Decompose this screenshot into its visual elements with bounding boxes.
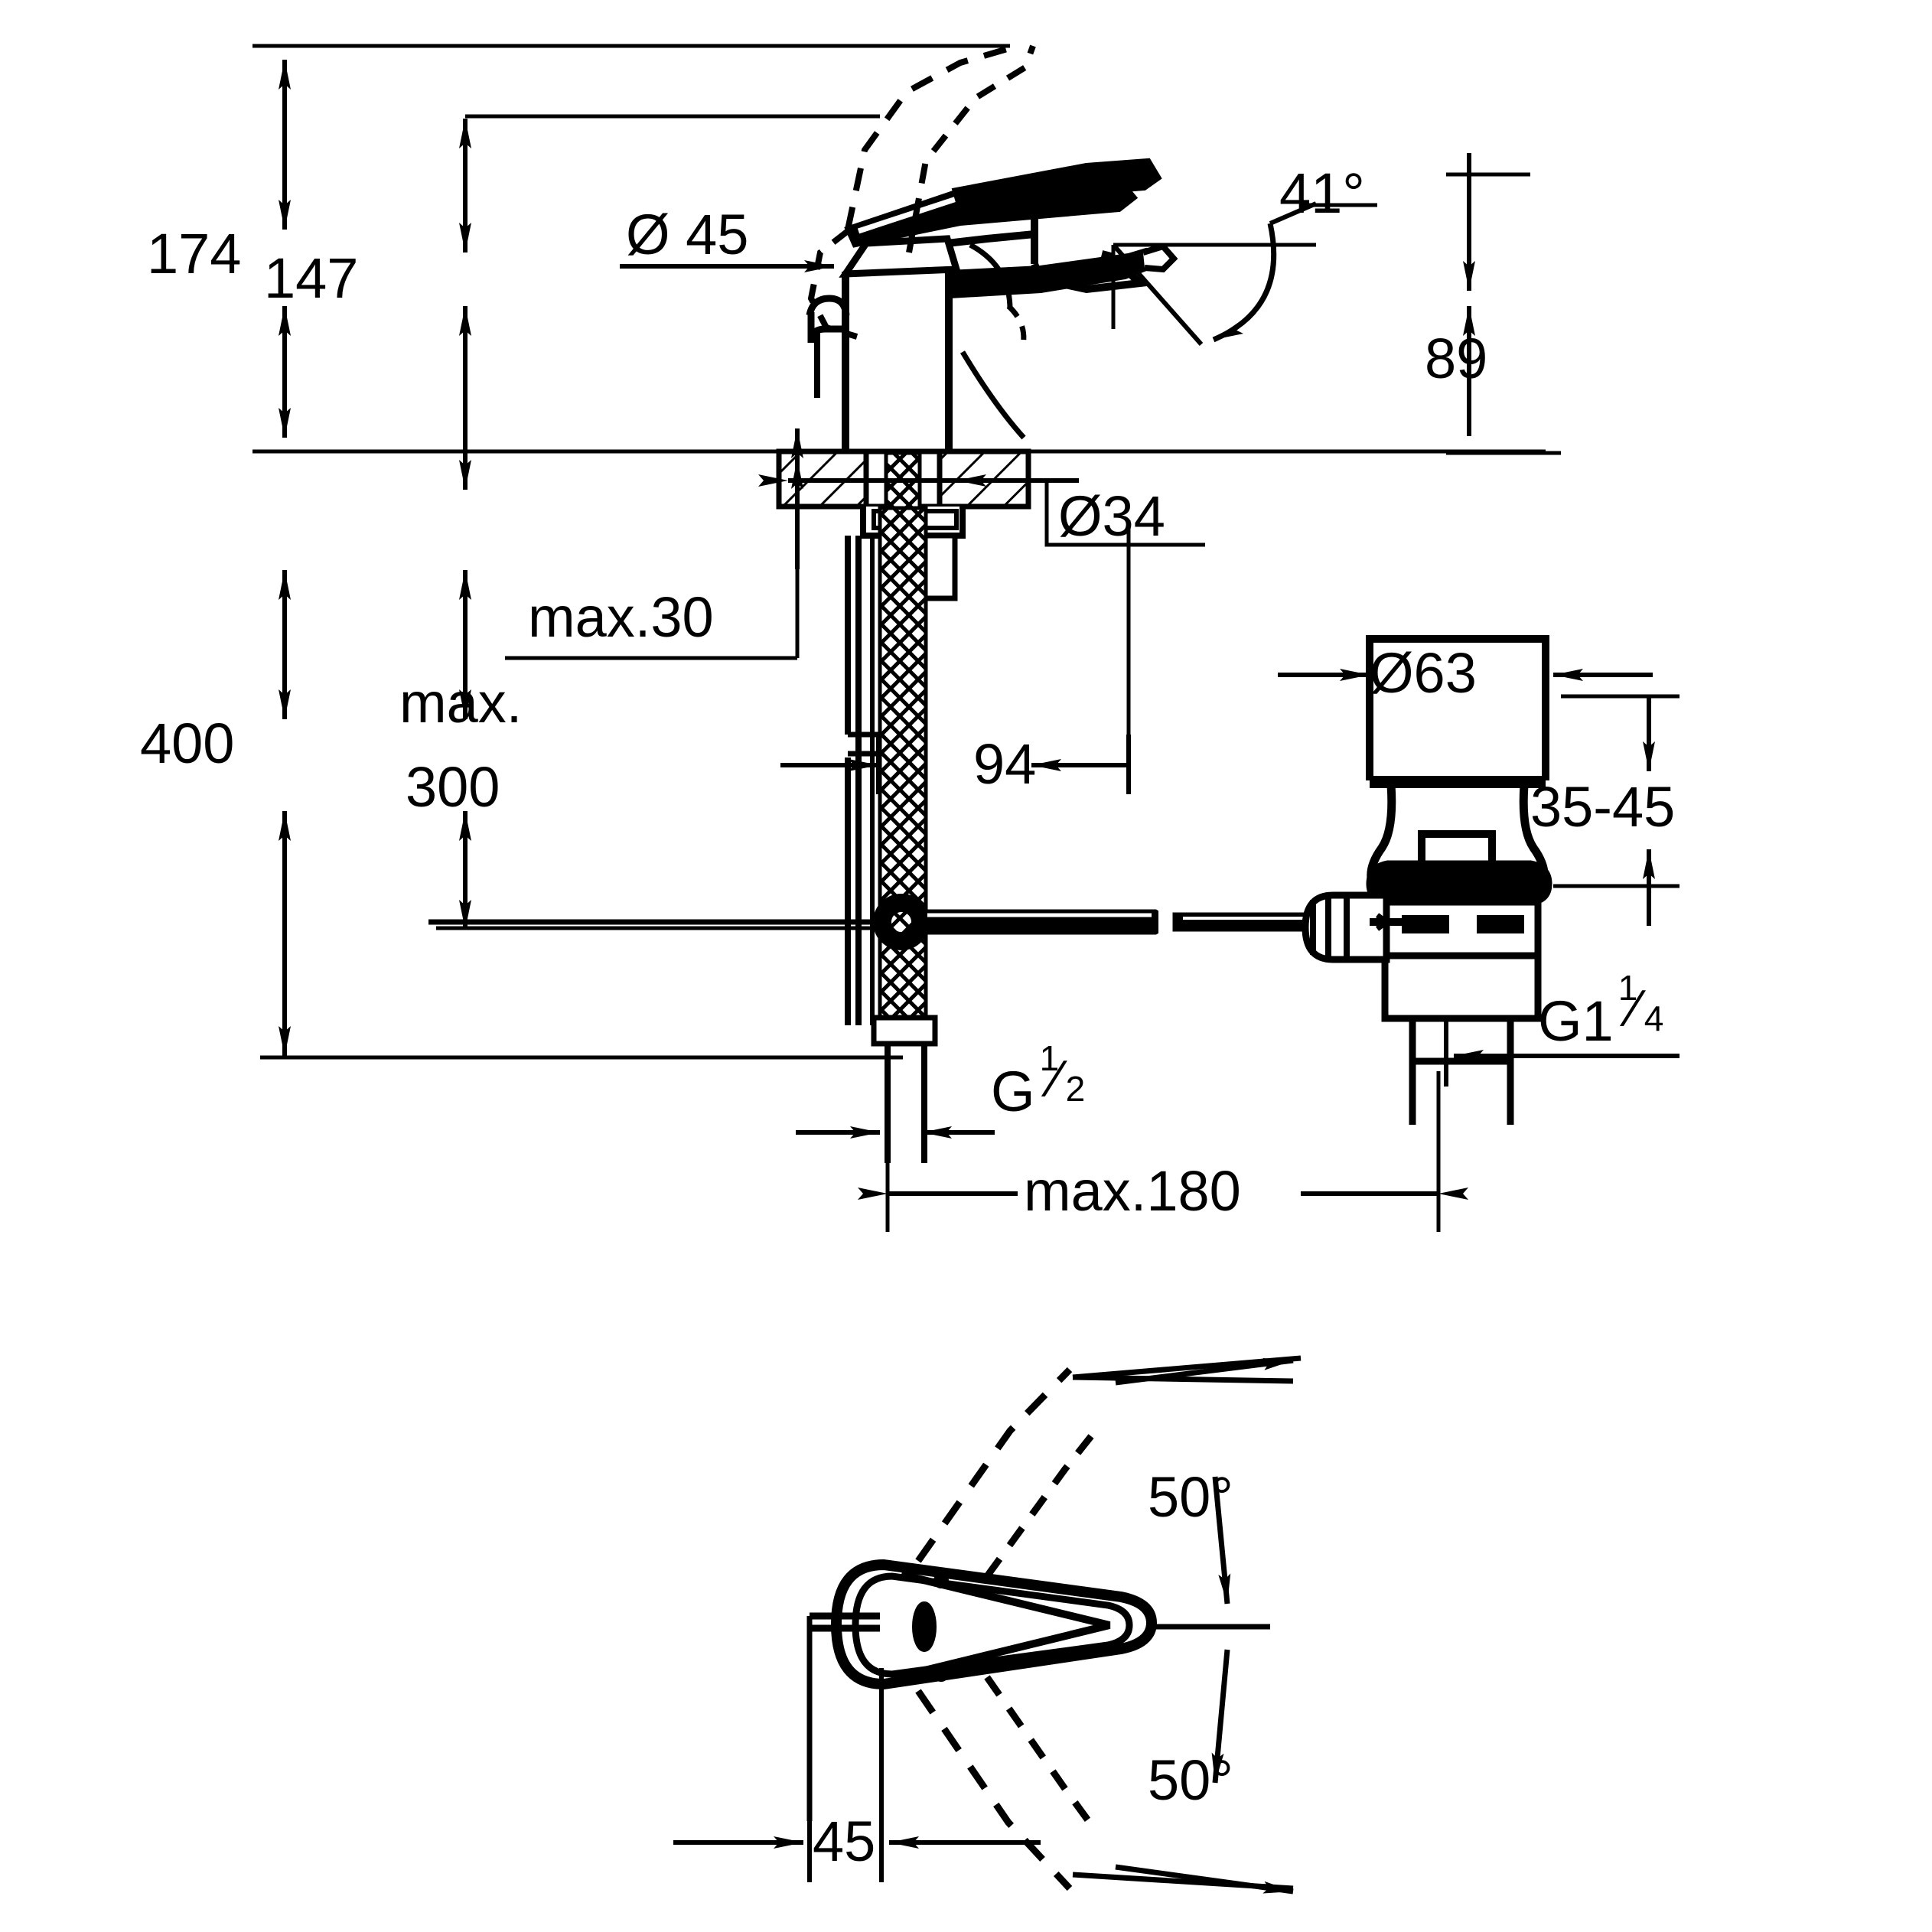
dim-label-dia45: Ø 45 [626, 203, 749, 266]
dim-label-angle-50-bottom: 50° [1148, 1748, 1233, 1812]
g114-base-text: G1 [1538, 989, 1614, 1053]
g114-slash: ⁄ [1630, 979, 1640, 1038]
dim-label-400: 400 [140, 712, 235, 775]
dim-label-dia34: Ø34 [1058, 484, 1165, 548]
g12-slash: ⁄ [1051, 1050, 1060, 1108]
dim-label-45-plan: 45 [813, 1810, 876, 1873]
dim-label-angle-41: 41° [1279, 161, 1365, 225]
dim-label-174: 174 [147, 222, 242, 285]
g12-denominator: 2 [1065, 1069, 1086, 1109]
g114-denominator: 4 [1644, 999, 1664, 1038]
g12-fraction: 1⁄2 [1035, 1041, 1092, 1116]
dim-label-max180: max.180 [1024, 1159, 1241, 1223]
g114-fraction: 1⁄4 [1614, 970, 1670, 1045]
dim-label-max300-line1: max. [399, 671, 523, 735]
g114-numerator: 1 [1618, 968, 1638, 1008]
g12-numerator: 1 [1039, 1038, 1060, 1078]
dim-label-147: 147 [264, 246, 359, 310]
dim-label-max300-line2: 300 [406, 755, 500, 819]
dim-label-angle-50-top: 50° [1148, 1465, 1233, 1529]
g12-base-text: G [991, 1060, 1035, 1123]
dim-label-max30: max.30 [528, 585, 714, 649]
dim-label-89: 89 [1425, 327, 1488, 390]
dim-label-35-45: 35-45 [1530, 775, 1676, 839]
dim-label-dia63: Ø63 [1370, 641, 1477, 705]
dim-label-94: 94 [973, 732, 1037, 796]
